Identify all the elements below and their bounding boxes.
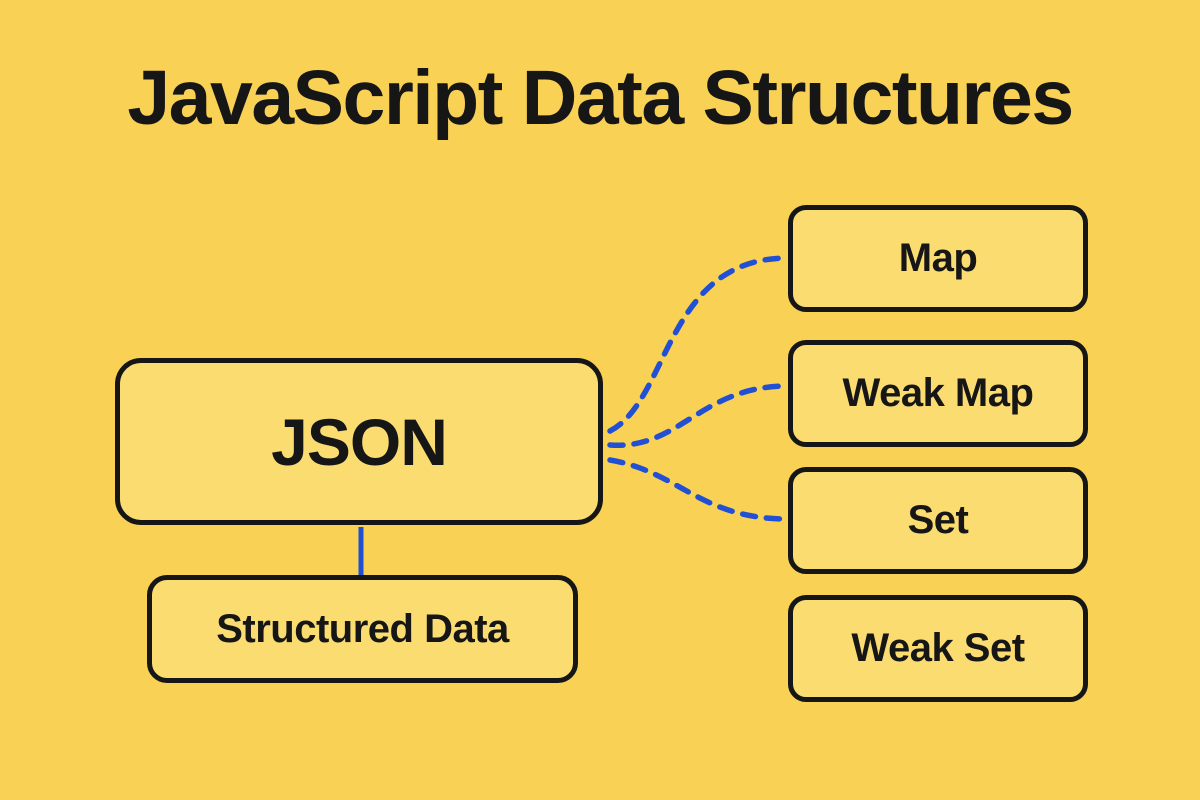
- node-json-label: JSON: [271, 404, 448, 479]
- node-map: Map: [788, 205, 1088, 312]
- node-json: JSON: [115, 358, 603, 525]
- page-title: JavaScript Data Structures: [127, 55, 1074, 141]
- node-set: Set: [788, 467, 1088, 574]
- connector-json-weak-map: [607, 383, 791, 448]
- node-structured-data-label: Structured Data: [216, 606, 509, 651]
- node-map-label: Map: [898, 236, 978, 280]
- node-weak-map-label: Weak Map: [842, 371, 1034, 415]
- node-structured-data: Structured Data: [147, 575, 578, 683]
- connector-json-set: [607, 457, 791, 522]
- node-weak-map: Weak Map: [788, 340, 1088, 447]
- node-weak-set: Weak Set: [788, 595, 1088, 702]
- node-set-label: Set: [907, 498, 969, 542]
- connector-json-map: [607, 255, 791, 434]
- node-weak-set-label: Weak Set: [851, 626, 1025, 670]
